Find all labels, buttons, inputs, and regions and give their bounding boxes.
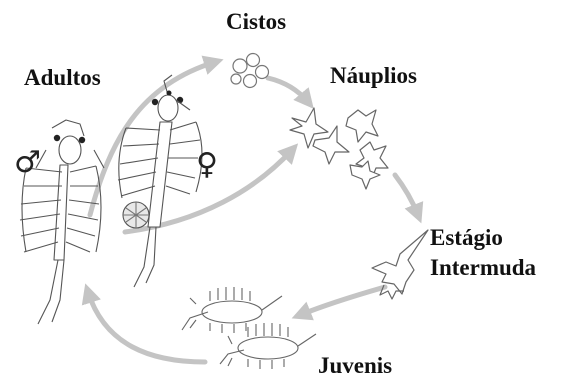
adult-female-shrimp-icon: [118, 75, 202, 287]
stage-label-adults: Adultos: [24, 66, 101, 90]
stage-label-intermolt-line2: Intermuda: [430, 256, 536, 280]
stage-label-intermolt-line1: Estágio: [430, 226, 503, 250]
cycle-arrow-nauplii-to-intermolt: [395, 175, 418, 215]
cycle-arrow-intermolt-to-juveniles: [300, 287, 385, 315]
cycle-arrow-juveniles-to-adults: [88, 292, 205, 362]
female-symbol: ♀: [196, 150, 218, 180]
stage-label-juveniles: Juvenis: [318, 354, 392, 378]
adult-antenna-dots: [167, 91, 172, 96]
male-symbol: ♂: [14, 148, 41, 178]
stage-label-cysts: Cistos: [226, 10, 286, 34]
juvenile-shrimp-icon: [182, 287, 316, 369]
cyst-cluster-icon: [231, 54, 269, 88]
stage-label-nauplii: Náuplios: [330, 64, 417, 88]
cycle-arrow-cysts-to-nauplii: [268, 78, 308, 102]
nauplius-larva-icon: [290, 108, 388, 189]
